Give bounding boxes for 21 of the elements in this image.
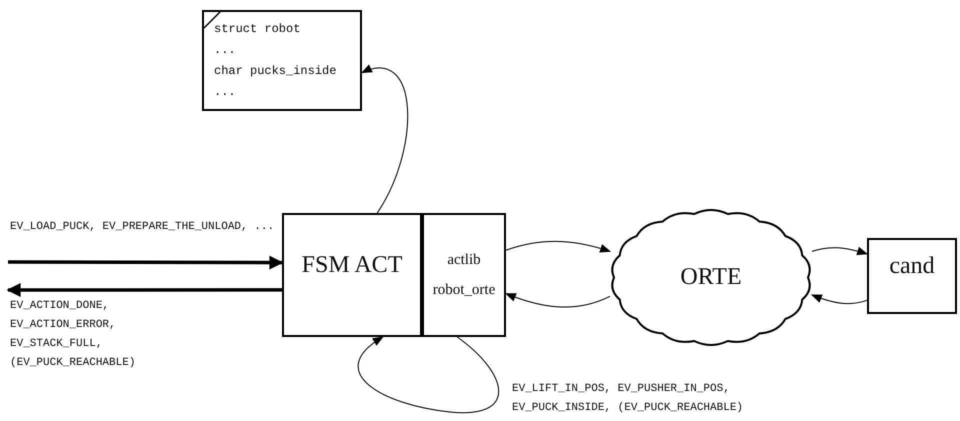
code-line: char pucks_inside (214, 63, 336, 80)
thick-arrow (6, 283, 282, 297)
arrow (358, 336, 500, 414)
process-box (867, 238, 957, 314)
arrow (504, 293, 610, 308)
process-box (282, 213, 422, 337)
arrow (812, 246, 868, 256)
code-line: ... (214, 42, 236, 59)
arrow (506, 240, 612, 253)
arrow (810, 294, 868, 304)
node-label: cand (889, 252, 935, 280)
struct-note-box (202, 10, 362, 111)
node-label: actlib (447, 252, 481, 268)
arrow (360, 65, 408, 214)
node-label: robot_orte (432, 282, 496, 298)
thick-arrow (8, 256, 284, 270)
code-line: struct robot (214, 21, 300, 38)
node-label: FSM ACT (302, 252, 402, 278)
node-label: ORTE (680, 264, 742, 291)
library-box (422, 213, 506, 337)
code-line: ... (214, 84, 236, 101)
